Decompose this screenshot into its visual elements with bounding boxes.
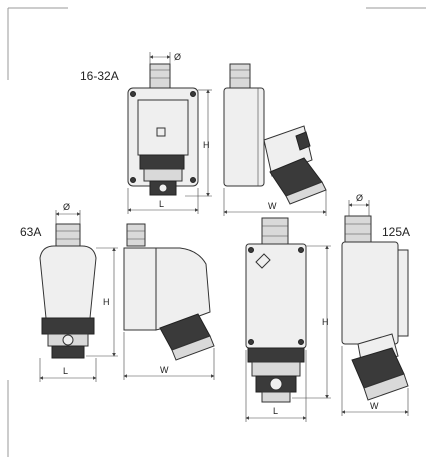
- crop-marks: [7, 7, 426, 457]
- dim-width-63a: W: [160, 365, 169, 375]
- label-63a: 63A: [20, 225, 41, 239]
- dim-width-125a: W: [370, 401, 379, 411]
- socket-63a-side: [123, 223, 215, 361]
- dim-63a-front: Ø H L: [39, 202, 118, 382]
- dim-height-16-32a: H: [203, 140, 210, 150]
- dim-16-32a-side: W: [223, 188, 327, 216]
- socket-16-32a-side: [223, 63, 327, 205]
- dim-diameter-63a: Ø: [63, 202, 70, 212]
- dim-length-16-32a: L: [159, 199, 164, 209]
- dim-63a-side: W: [123, 332, 215, 380]
- dim-height-63a: H: [103, 297, 110, 307]
- label-125a: 125A: [382, 225, 410, 239]
- socket-16-32a-front: [127, 63, 199, 196]
- dim-125a-front: H L: [245, 245, 331, 422]
- label-16-32a: 16-32A: [80, 69, 119, 83]
- dim-length-63a: L: [63, 366, 68, 376]
- socket-125a-side: [341, 215, 409, 401]
- socket-63a-front: [39, 223, 97, 359]
- socket-125a-front: [245, 217, 307, 403]
- dim-diameter-125a: Ø: [356, 193, 363, 203]
- dim-125a-side: Ø W: [341, 193, 409, 416]
- dim-16-32a-front: Ø H L: [127, 52, 212, 214]
- dim-length-125a: L: [273, 406, 278, 416]
- dim-height-125a: H: [322, 317, 329, 327]
- dim-diameter-16-32a: Ø: [174, 52, 181, 62]
- dim-width-16-32a: W: [268, 201, 277, 211]
